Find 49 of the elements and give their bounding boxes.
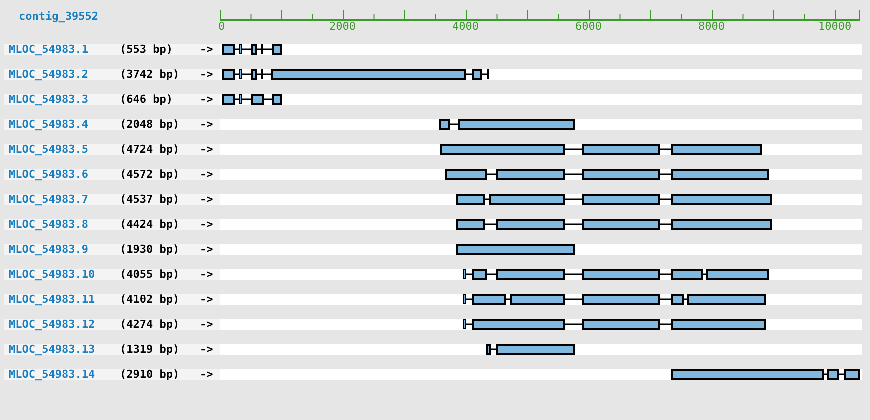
tick-label: 6000 — [576, 20, 602, 33]
transcript-length: (4572 bp) — [120, 168, 180, 181]
strand-arrow-text: -> — [200, 93, 214, 106]
tick-label: 10000 — [818, 20, 852, 33]
tick-label: 0 — [218, 20, 226, 33]
strand-arrow-text: -> — [200, 268, 214, 281]
transcript-link: MLOC_54983.5 — [9, 143, 88, 156]
transcript-length: (2910 bp) — [120, 368, 180, 381]
transcript-link: MLOC_54983.9 — [9, 243, 88, 256]
transcript-length: (4274 bp) — [120, 318, 180, 331]
transcript-length: (4424 bp) — [120, 218, 180, 231]
transcript-length: (1930 bp) — [120, 243, 180, 256]
strand-arrow-text: -> — [200, 243, 214, 256]
transcript-link: MLOC_54983.4 — [9, 118, 88, 131]
transcript-length: (646 bp) — [120, 93, 173, 106]
strand-arrow-text: -> — [200, 168, 214, 181]
transcript-link: MLOC_54983.7 — [9, 193, 88, 206]
transcript-length: (4724 bp) — [120, 143, 180, 156]
transcript-link: MLOC_54983.1 — [9, 43, 88, 56]
transcript-link: MLOC_54983.6 — [9, 168, 88, 181]
strand-arrow-text: -> — [200, 43, 214, 56]
transcript-length: (553 bp) — [120, 43, 173, 56]
strand-arrow-text: -> — [200, 368, 214, 381]
contig-name: contig_39552 — [19, 10, 98, 23]
transcript-link: MLOC_54983.3 — [9, 93, 88, 106]
transcript-length: (3742 bp) — [120, 68, 180, 81]
strand-arrow-text: -> — [200, 343, 214, 356]
transcript-length: (1319 bp) — [120, 343, 180, 356]
transcript-length: (4055 bp) — [120, 268, 180, 281]
strand-arrow-text: -> — [200, 193, 214, 206]
transcript-link: MLOC_54983.2 — [9, 68, 88, 81]
tick-label: 4000 — [452, 20, 479, 33]
transcript-link: MLOC_54983.13 — [9, 343, 96, 356]
strand-arrow-text: -> — [200, 143, 214, 156]
transcript-link: MLOC_54983.12 — [9, 318, 96, 331]
transcript-length: (4537 bp) — [120, 193, 180, 206]
transcript-length: (4102 bp) — [120, 293, 180, 306]
tick-label: 2000 — [330, 20, 356, 33]
tick-label: 8000 — [698, 20, 725, 33]
strand-arrow-text: -> — [200, 118, 214, 131]
transcript-link: MLOC_54983.14 — [9, 368, 96, 381]
transcript-length: (2048 bp) — [120, 118, 180, 131]
transcript-link: MLOC_54983.10 — [9, 268, 96, 281]
strand-arrow-text: -> — [200, 68, 214, 81]
strand-arrow-text: -> — [200, 318, 214, 331]
strand-arrow-text: -> — [200, 293, 214, 306]
transcript-link: MLOC_54983.8 — [9, 218, 88, 231]
strand-arrow-text: -> — [200, 218, 214, 231]
transcript-link: MLOC_54983.11 — [9, 293, 96, 306]
